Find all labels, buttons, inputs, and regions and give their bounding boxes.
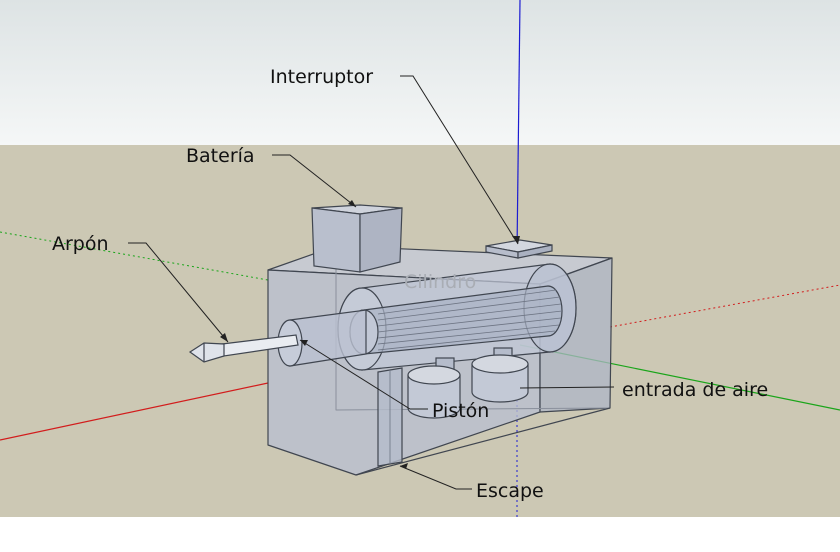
piston-1 <box>407 375 461 419</box>
leader-piston <box>299 339 428 410</box>
leader-interruptor <box>400 75 519 245</box>
red-axis-dotted <box>609 284 840 328</box>
leader-arrowheads <box>220 200 520 469</box>
piston-1-top <box>407 365 461 385</box>
inner-tube-ribs <box>377 289 563 351</box>
battery <box>311 204 403 273</box>
pistons <box>407 347 529 419</box>
box-hidden-edges <box>335 246 611 411</box>
piston-2-top <box>471 354 529 374</box>
label-escape: Escape <box>476 480 544 502</box>
label-piston: Pistón <box>432 400 489 422</box>
leader-lines <box>128 75 615 490</box>
bottom-margin <box>0 517 840 552</box>
harpoon-tip <box>188 342 225 363</box>
label-arpon: Arpón <box>52 233 109 255</box>
box-inner-edge <box>355 407 611 476</box>
harpoon <box>188 334 299 363</box>
leader-escape <box>399 465 472 490</box>
battery-front <box>311 207 361 273</box>
leader-entrada-aire <box>519 386 615 389</box>
switch-side-right <box>517 244 553 259</box>
leader-bateria <box>272 154 357 208</box>
battery-side <box>359 207 403 273</box>
label-bateria: Batería <box>186 145 255 167</box>
switch <box>485 239 553 259</box>
red-axis <box>0 382 269 441</box>
leader-arpon <box>128 242 229 343</box>
blue-axis <box>516 0 521 253</box>
exhaust-tube <box>377 367 403 467</box>
label-cilindro: Cilindro <box>404 271 476 293</box>
green-axis-dotted <box>0 231 269 281</box>
piston-2 <box>471 364 529 403</box>
label-interruptor: Interruptor <box>270 66 373 88</box>
sky <box>0 0 840 145</box>
label-entrada-aire: entrada de aire <box>622 379 768 401</box>
